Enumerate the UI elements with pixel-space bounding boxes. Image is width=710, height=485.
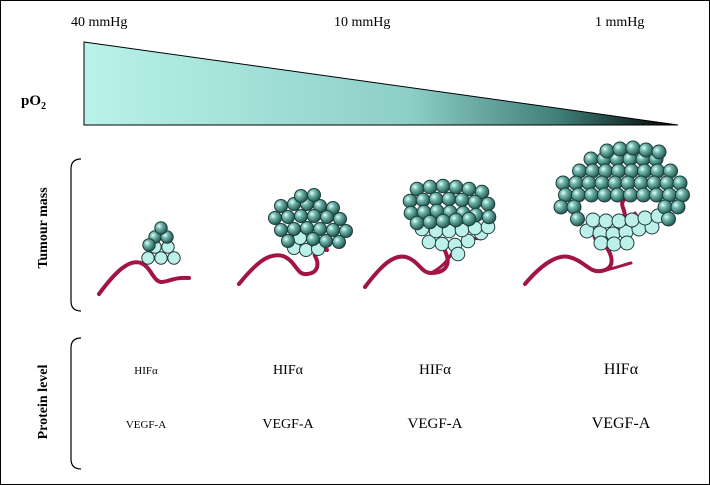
- blood-vessel-stage-1: [97, 260, 191, 296]
- hypoxic-cell: [638, 142, 654, 158]
- hypoxic-cell: [623, 187, 638, 203]
- hypoxic-cell: [415, 192, 431, 208]
- hypoxic-cell: [570, 211, 585, 227]
- hypoxic-cell: [422, 214, 438, 230]
- hypoxic-cell: [268, 211, 282, 225]
- vegf-label-stage-3: VEGF-A: [407, 416, 463, 432]
- hypoxic-cell: [281, 234, 295, 248]
- oxygen-gradient-wedge: [83, 41, 679, 126]
- hypoxic-cell: [651, 144, 667, 160]
- hif-label-stage-2: HIFα: [273, 363, 303, 378]
- hif-label-stage-3: HIFα: [418, 362, 452, 378]
- hypoxic-cell: [402, 193, 418, 209]
- hypoxic-cell: [332, 235, 346, 249]
- hypoxic-cell: [435, 178, 451, 194]
- hypoxic-cell: [649, 187, 664, 203]
- hypoxic-cell: [610, 187, 625, 203]
- hif-label-stage-4: HIFα: [603, 361, 639, 378]
- hypoxic-cell: [294, 189, 308, 203]
- hypoxic-cell: [306, 232, 320, 246]
- po2-axis-label: pO2: [21, 93, 47, 112]
- hypoxic-cell: [480, 196, 496, 212]
- hypoxic-cell: [599, 143, 615, 159]
- tumour-mass-brace: [70, 158, 82, 312]
- hypoxic-cell: [307, 209, 321, 223]
- vegf-label-stage-1: VEGF-A: [125, 419, 167, 431]
- vegf-label-stage-2: VEGF-A: [262, 417, 314, 432]
- blood-vessel-stage-3: [363, 240, 465, 289]
- protein-level-label: Protein level: [36, 364, 51, 440]
- normoxic-cell: [606, 236, 622, 252]
- hif-label-stage-1: HIFα: [134, 365, 158, 377]
- hypoxic-cell: [597, 187, 612, 203]
- normoxic-cell: [450, 246, 466, 262]
- hypoxic-cell: [474, 184, 490, 200]
- hypoxic-cell: [333, 212, 347, 226]
- hypoxic-cell: [553, 199, 569, 215]
- normoxic-cell: [154, 251, 168, 265]
- hypoxic-cell: [448, 212, 464, 228]
- vegf-label-stage-4: VEGF-A: [591, 415, 651, 432]
- hypoxic-cell: [461, 211, 477, 227]
- hypoxic-cell: [625, 140, 641, 156]
- normoxic-cell: [624, 212, 640, 228]
- normoxic-cell: [598, 213, 614, 229]
- tumour-mass-label: Tumour mass: [36, 187, 51, 269]
- hypoxic-cell: [409, 215, 425, 231]
- hypoxic-cell: [454, 192, 470, 208]
- po2-level-1: 1 mmHg: [595, 15, 645, 30]
- hypoxic-cell: [281, 210, 295, 224]
- hypoxic-cell: [636, 187, 651, 203]
- normoxic-cell: [434, 236, 450, 252]
- normoxic-cell: [167, 251, 181, 265]
- normoxic-cell: [619, 235, 635, 251]
- hypoxic-cell: [435, 213, 451, 229]
- hypoxic-cell: [448, 179, 464, 195]
- normoxic-cell: [585, 212, 601, 228]
- hypoxic-cell: [428, 191, 444, 207]
- normoxic-cell: [141, 251, 155, 265]
- hypoxic-cell: [320, 210, 334, 224]
- hypoxic-cell: [467, 194, 483, 210]
- hypoxic-cell: [612, 141, 628, 157]
- hypoxic-cell: [422, 179, 438, 195]
- hypoxic-cell: [584, 187, 599, 203]
- hypoxic-cell: [287, 222, 301, 236]
- normoxic-cell: [593, 235, 609, 251]
- tumour-stages: [97, 140, 690, 296]
- hypoxic-cell: [339, 224, 353, 238]
- hypoxic-cell: [154, 221, 168, 235]
- normoxic-cell: [637, 210, 653, 226]
- hypoxic-cell: [142, 238, 156, 252]
- normoxic-cell: [460, 233, 476, 249]
- hypoxic-cell: [441, 191, 457, 207]
- hypoxic-cell: [319, 234, 333, 248]
- po2-level-40: 40 mmHg: [71, 15, 128, 30]
- protein-level-brace: [70, 337, 82, 470]
- hypoxic-cell: [670, 199, 686, 215]
- hypoxic-cell: [481, 209, 497, 225]
- normoxic-cell: [611, 213, 627, 229]
- po2-level-10: 10 mmHg: [334, 15, 391, 30]
- hypoxic-cell: [294, 209, 308, 223]
- hypoxic-cell: [307, 188, 321, 202]
- po2-axis-label-sub: 2: [41, 101, 47, 112]
- hypoxic-cell: [661, 211, 676, 227]
